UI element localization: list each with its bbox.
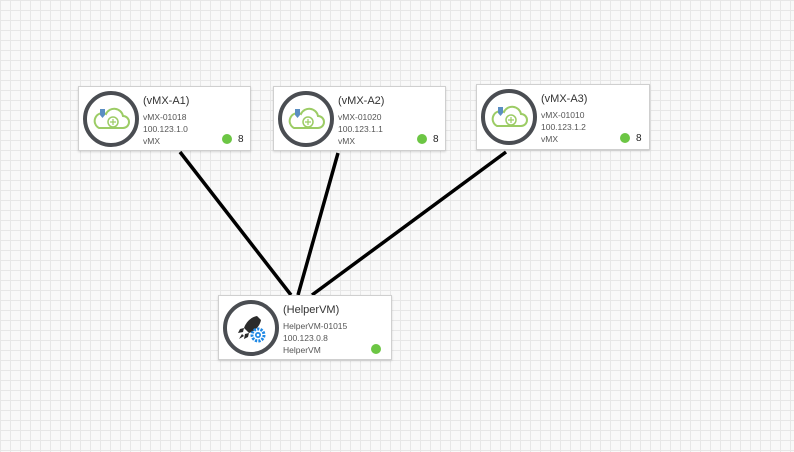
link-a3-helper[interactable] (310, 150, 508, 297)
node-type: vMX (541, 134, 558, 144)
vmx-cloud-icon (481, 89, 537, 145)
link-a2-helper[interactable] (296, 152, 340, 296)
node-name: vMX-01018 (143, 112, 187, 122)
port-count: 8 (238, 134, 244, 145)
node-ip: 100.123.1.2 (541, 122, 586, 132)
status-dot (620, 133, 630, 143)
rocket-gear-icon (223, 300, 279, 356)
node-ip: 100.123.0.8 (283, 333, 328, 343)
node-ip: 100.123.1.1 (338, 124, 383, 134)
status-dot (222, 134, 232, 144)
node-name: HelperVM-01015 (283, 321, 348, 331)
node-vmx-a2[interactable]: (vMX-A2) vMX-01020 100.123.1.1 vMX 8 (273, 86, 446, 151)
node-type: vMX (143, 136, 160, 146)
node-ip: 100.123.1.0 (143, 124, 188, 134)
status-dot (371, 344, 381, 354)
vmx-cloud-icon (83, 91, 139, 147)
node-type: HelperVM (283, 345, 321, 355)
node-type: vMX (338, 136, 355, 146)
node-title: (HelperVM) (283, 304, 340, 316)
port-count: 8 (636, 133, 642, 144)
vmx-cloud-icon (278, 91, 334, 147)
node-vmx-a1[interactable]: (vMX-A1) vMX-01018 100.123.1.0 vMX 8 (78, 86, 251, 151)
status-dot (417, 134, 427, 144)
port-count: 8 (433, 134, 439, 145)
node-title: (vMX-A1) (143, 95, 190, 107)
node-name: vMX-01010 (541, 110, 585, 120)
node-title: (vMX-A2) (338, 95, 385, 107)
link-a1-helper[interactable] (178, 150, 293, 297)
node-vmx-a3[interactable]: (vMX-A3) vMX-01010 100.123.1.2 vMX 8 (476, 84, 650, 150)
node-helpervm[interactable]: (HelperVM) HelperVM-01015 100.123.0.8 He… (218, 295, 392, 360)
node-title: (vMX-A3) (541, 93, 588, 105)
node-name: vMX-01020 (338, 112, 382, 122)
